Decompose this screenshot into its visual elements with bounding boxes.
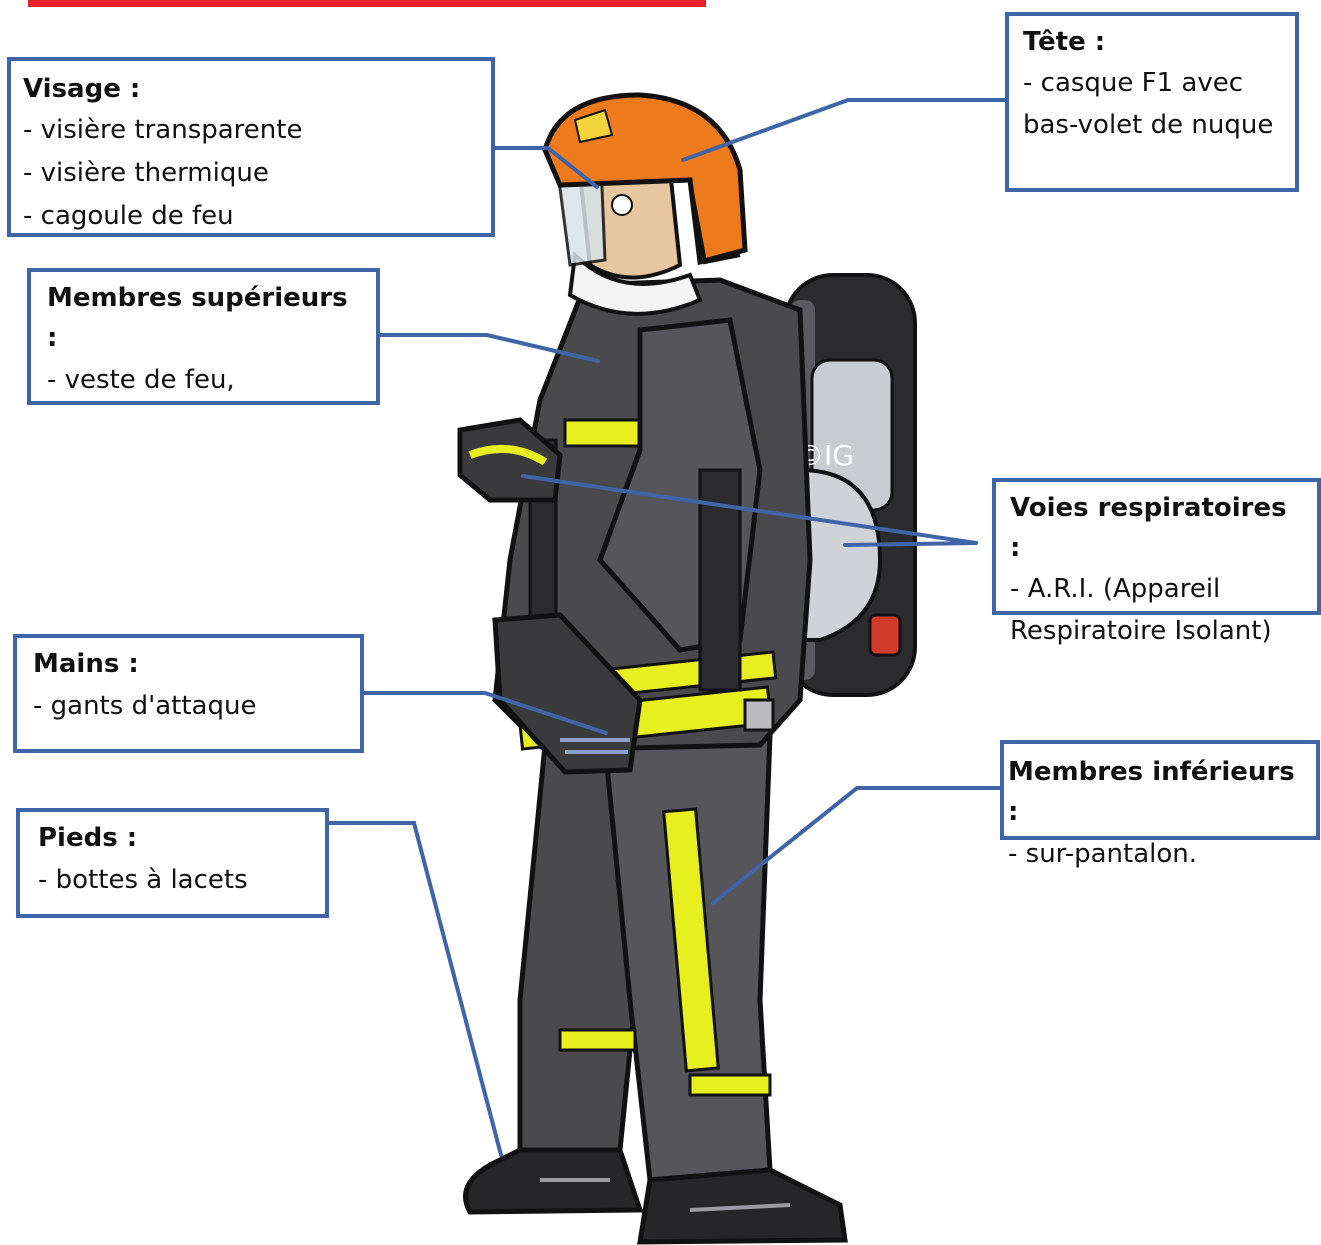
label-title-visage: Visage : — [23, 74, 141, 104]
title-underline — [28, 0, 706, 7]
label-line: - casque F1 avec — [1023, 68, 1244, 98]
label-line: - visière thermique — [23, 158, 269, 188]
label-title-mains: Mains : — [33, 649, 139, 679]
boots — [463, 1147, 848, 1245]
leader-tete — [681, 98, 1007, 162]
label-box-membres-inferieurs: Membres inférieurs : - sur-pantalon. — [1000, 740, 1320, 869]
label-box-tete: Tête : - casque F1 avec bas-volet de nuq… — [1005, 12, 1299, 192]
label-line: bas-volet de nuque — [1023, 110, 1274, 140]
leader-lines — [327, 98, 1007, 1157]
label-title-membres-superieurs: Membres supérieurs : — [47, 283, 348, 353]
leader-pieds — [327, 821, 503, 1157]
label-title-tete: Tête : — [1023, 27, 1106, 57]
label-box-membres-superieurs: Membres supérieurs : - veste de feu, — [27, 268, 380, 405]
label-title-pieds: Pieds : — [38, 823, 138, 853]
label-line: - gants d'attaque — [33, 691, 257, 721]
leader-visage — [493, 146, 599, 189]
label-line: - A.R.I. (Appareil — [1010, 574, 1221, 604]
trousers — [517, 732, 773, 1183]
label-box-visage: Visage : - visière transparente - visièr… — [7, 57, 495, 237]
leader-voies-respiratoires-b — [843, 541, 978, 547]
label-line: Respiratoire Isolant) — [1010, 616, 1272, 646]
label-box-pieds: Pieds : - bottes à lacets — [16, 808, 329, 918]
leader-voies-respiratoires-a — [521, 474, 978, 545]
label-box-mains: Mains : - gants d'attaque — [13, 634, 364, 753]
label-line: - veste de feu, — [47, 365, 235, 395]
label-line: - cagoule de feu — [23, 201, 234, 231]
label-line: - sur-pantalon. — [1008, 839, 1197, 869]
label-title-membres-inferieurs: Membres inférieurs : — [1008, 757, 1295, 827]
label-line: - visière transparente — [23, 115, 303, 145]
label-box-voies-respiratoires: Voies respiratoires : - A.R.I. (Appareil… — [992, 478, 1321, 646]
leader-membres-inferieurs — [711, 786, 1002, 905]
label-title-voies-respiratoires: Voies respiratoires : — [1010, 493, 1287, 563]
leader-membres-superieurs — [378, 333, 600, 363]
leader-mains — [362, 691, 608, 735]
head — [542, 92, 748, 316]
label-line: - bottes à lacets — [38, 865, 248, 895]
